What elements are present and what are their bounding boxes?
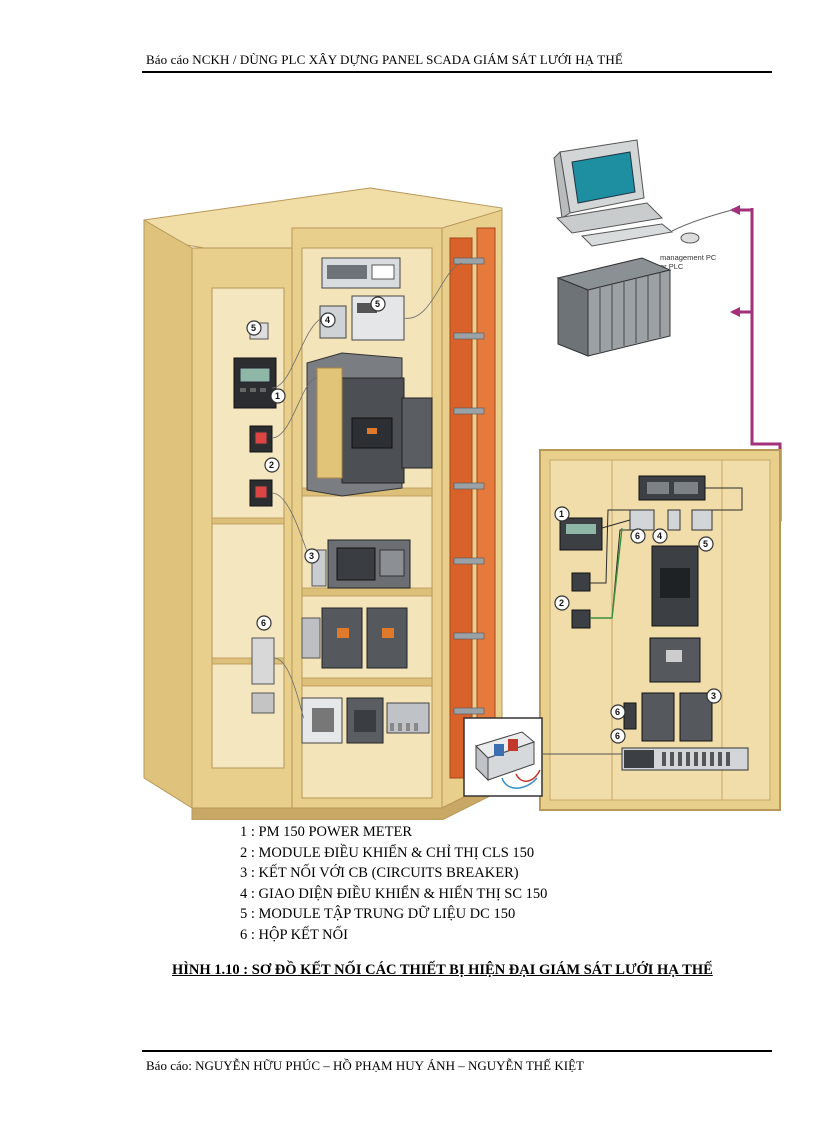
cabinet-callouts: 1 2 3 4 5 5 6 <box>246 296 386 631</box>
panel-callout-2: 2 <box>554 595 570 611</box>
management-label-line1: management PC <box>660 253 717 262</box>
legend-item: 4 : GIAO DIỆN ĐIỀU KHIỂN & HIỂN THỊ SC 1… <box>240 885 548 902</box>
junction-box-inset <box>463 717 622 797</box>
panel-callout-1: 1 <box>554 506 570 522</box>
cabinet-callout-2: 2 <box>264 457 280 473</box>
header-rule <box>142 71 772 73</box>
footer-rule <box>142 1050 772 1052</box>
figure-caption: HÌNH 1.10 : SƠ ĐỒ KẾT NỐI CÁC THIẾT BỊ H… <box>172 962 713 978</box>
panel-callout-6c: 6 <box>610 728 626 744</box>
svg-text:6: 6 <box>635 531 640 541</box>
management-pc: management PC or PLC <box>553 139 733 271</box>
svg-text:6: 6 <box>615 731 620 741</box>
management-label-line2: or PLC <box>660 262 684 271</box>
legend-item: 6 : HỘP KẾT NỐI <box>240 926 348 943</box>
svg-text:1: 1 <box>559 509 564 519</box>
cabinet-callout-6: 6 <box>256 615 272 631</box>
legend-list: 1 : PM 150 POWER METER 2 : MODULE ĐIỀU K… <box>240 822 547 945</box>
panel-callout-3: 3 <box>706 688 722 704</box>
legend-item: 3 : KẾT NỐI VỚI CB (CIRCUITS BREAKER) <box>240 865 519 881</box>
cabinet-callout-4: 4 <box>320 312 336 328</box>
panel-callout-6: 6 <box>630 528 646 544</box>
svg-text:2: 2 <box>269 460 274 470</box>
svg-text:6: 6 <box>615 707 620 717</box>
panel-callouts: 1 2 3 4 5 6 6 6 <box>554 506 722 744</box>
svg-text:3: 3 <box>309 551 314 561</box>
panel-callout-4: 4 <box>652 528 668 544</box>
cabinet-callout-3: 3 <box>304 548 320 564</box>
svg-text:5: 5 <box>375 299 380 309</box>
legend-item: 1 : PM 150 POWER METER <box>240 824 412 840</box>
cabinet-callout-5b: 5 <box>370 296 386 312</box>
panel-front-view <box>539 449 781 811</box>
switchgear-cabinet <box>143 187 503 820</box>
svg-text:4: 4 <box>325 315 330 325</box>
page-footer-authors: Báo cáo: NGUYỄN HỮU PHÚC – HỒ PHẠM HUY Á… <box>146 1058 584 1073</box>
plc-rack <box>556 257 672 357</box>
svg-text:1: 1 <box>275 391 280 401</box>
panel-callout-6b: 6 <box>610 704 626 720</box>
svg-text:5: 5 <box>703 539 708 549</box>
svg-text:2: 2 <box>559 598 564 608</box>
svg-text:4: 4 <box>657 531 662 541</box>
svg-text:3: 3 <box>711 691 716 701</box>
svg-text:5: 5 <box>251 323 256 333</box>
legend-item: 5 : MODULE TẬP TRUNG DỮ LIỆU DC 150 <box>240 906 516 922</box>
svg-text:6: 6 <box>261 618 266 628</box>
panel-callout-5: 5 <box>698 536 714 552</box>
cabinet-callout-5: 5 <box>246 320 262 336</box>
connection-diagram-figure: 1 2 3 4 5 5 6 management PC or PLC <box>143 139 782 820</box>
page-header-title: Báo cáo NCKH / DÙNG PLC XÂY DỰNG PANEL S… <box>146 52 623 67</box>
cabinet-callout-1: 1 <box>270 388 286 404</box>
legend-item: 2 : MODULE ĐIỀU KHIỂN & CHỈ THỊ CLS 150 <box>240 844 535 861</box>
